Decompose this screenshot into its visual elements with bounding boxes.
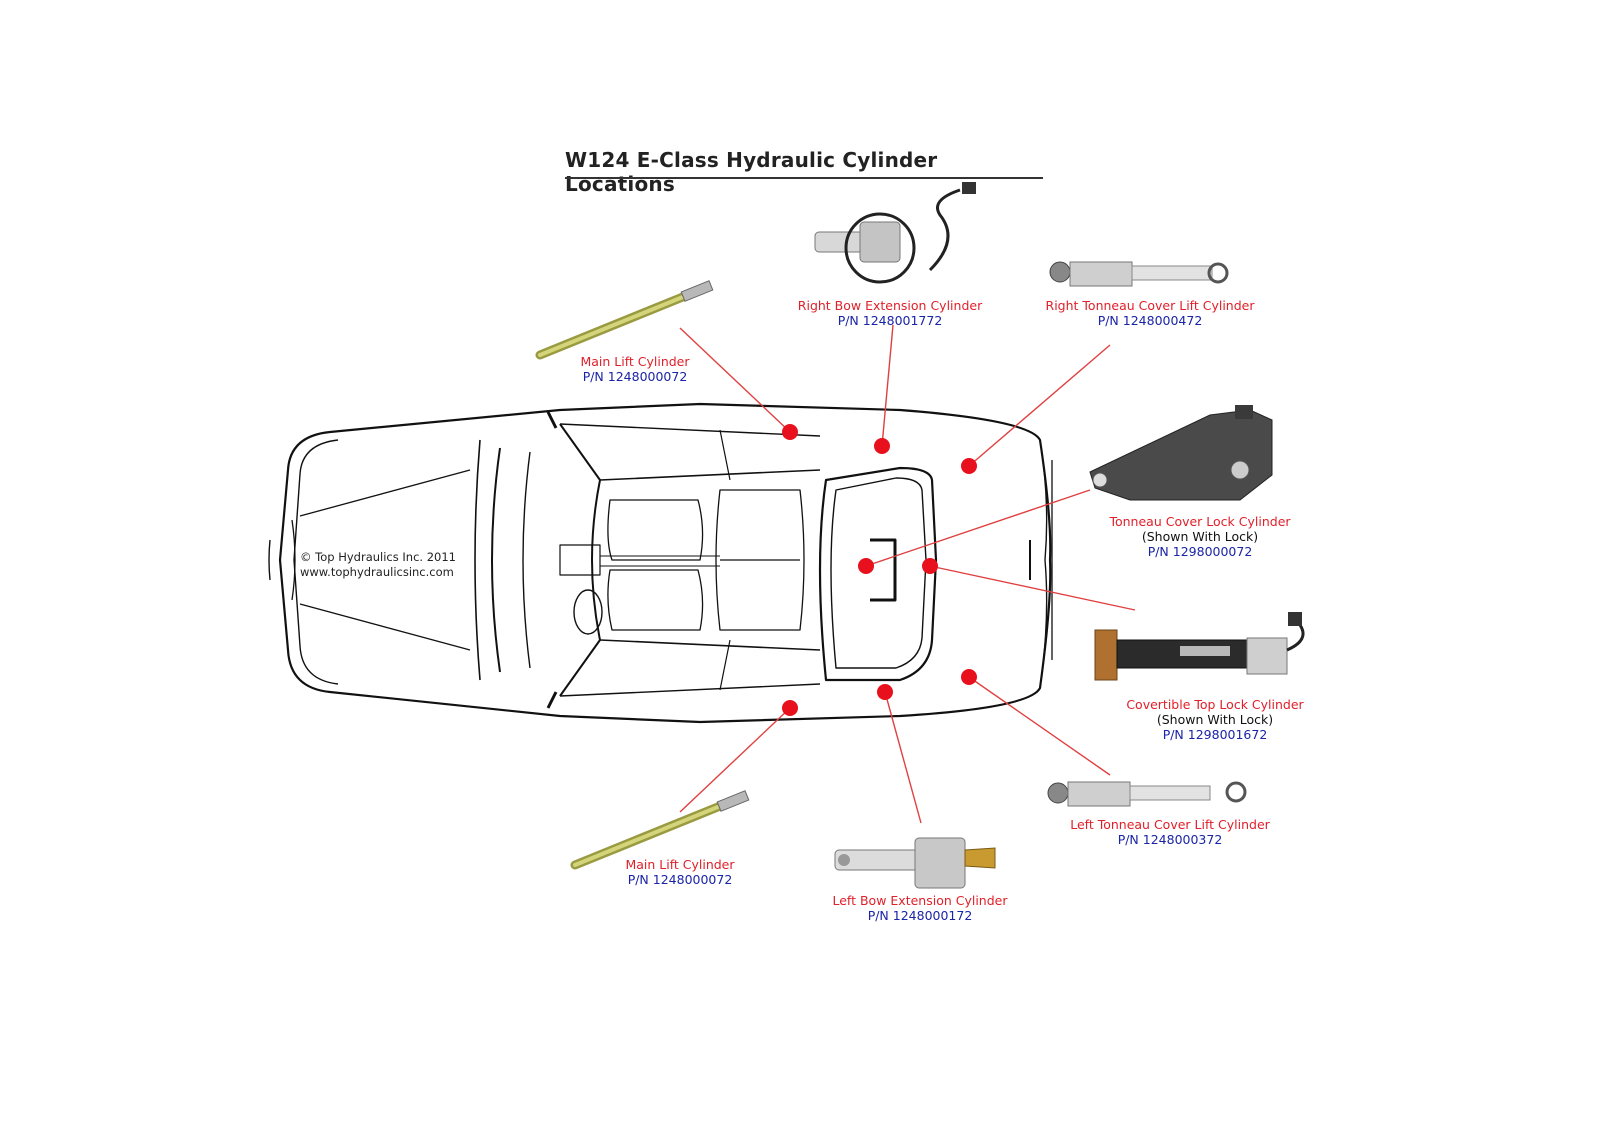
part-name: Right Bow Extension Cylinder bbox=[797, 298, 983, 313]
main-lift-cylinder-bottom-image bbox=[570, 790, 750, 870]
marker-left-tonneau bbox=[961, 669, 977, 685]
part-number: P/N 1248000472 bbox=[1097, 313, 1203, 328]
location-markers bbox=[782, 424, 977, 716]
label-convertible-top-lock-cylinder: Covertible Top Lock Cylinder (Shown With… bbox=[1105, 697, 1325, 742]
tonneau-cover-lock-cylinder-image bbox=[1089, 405, 1273, 501]
part-name: Tonneau Cover Lock Cylinder bbox=[1109, 514, 1291, 529]
left-tonneau-cover-lift-cylinder-image bbox=[1047, 781, 1247, 807]
part-number: P/N 1248000172 bbox=[867, 908, 973, 923]
marker-left-bow bbox=[877, 684, 893, 700]
marker-main-lift-bottom bbox=[782, 700, 798, 716]
label-left-bow-extension-cylinder: Left Bow Extension Cylinder P/N 12480001… bbox=[820, 893, 1020, 923]
copyright-line: © Top Hydraulics Inc. 2011 bbox=[300, 550, 456, 564]
right-bow-extension-cylinder-image bbox=[814, 182, 976, 284]
copyright-block: © Top Hydraulics Inc. 2011 www.tophydrau… bbox=[300, 550, 456, 580]
car-outline bbox=[268, 402, 1053, 724]
part-name: Main Lift Cylinder bbox=[625, 857, 735, 872]
part-name: Left Tonneau Cover Lift Cylinder bbox=[1070, 817, 1270, 832]
part-number: P/N 1248000372 bbox=[1117, 832, 1223, 847]
website-line: www.tophydraulicsinc.com bbox=[300, 565, 454, 579]
part-note: (Shown With Lock) bbox=[1156, 712, 1274, 727]
right-tonneau-cover-lift-cylinder-image bbox=[1049, 261, 1229, 287]
main-lift-cylinder-top-image bbox=[535, 280, 714, 360]
label-right-bow-extension-cylinder: Right Bow Extension Cylinder P/N 1248001… bbox=[790, 298, 990, 328]
convertible-top-lock-cylinder-image bbox=[1094, 612, 1305, 681]
part-note: (Shown With Lock) bbox=[1141, 529, 1259, 544]
part-number: P/N 1298000072 bbox=[1147, 544, 1253, 559]
label-left-tonneau-cover-lift-cylinder: Left Tonneau Cover Lift Cylinder P/N 124… bbox=[1045, 817, 1295, 847]
part-name: Left Bow Extension Cylinder bbox=[832, 893, 1008, 908]
marker-top-lock bbox=[922, 558, 938, 574]
part-number: P/N 1248000072 bbox=[582, 369, 688, 384]
label-right-tonneau-cover-lift-cylinder: Right Tonneau Cover Lift Cylinder P/N 12… bbox=[1025, 298, 1275, 328]
part-number: P/N 1248001772 bbox=[837, 313, 943, 328]
marker-right-tonneau bbox=[961, 458, 977, 474]
leader-lines bbox=[679, 324, 1136, 824]
part-name: Right Tonneau Cover Lift Cylinder bbox=[1045, 298, 1255, 313]
page-title: W124 E-Class Hydraulic Cylinder Location… bbox=[565, 148, 938, 196]
part-number: P/N 1298001672 bbox=[1162, 727, 1268, 742]
label-tonneau-cover-lock-cylinder: Tonneau Cover Lock Cylinder (Shown With … bbox=[1090, 514, 1310, 559]
label-main-lift-cylinder-bottom: Main Lift Cylinder P/N 1248000072 bbox=[610, 857, 750, 887]
part-number: P/N 1248000072 bbox=[627, 872, 733, 887]
label-main-lift-cylinder-top: Main Lift Cylinder P/N 1248000072 bbox=[565, 354, 705, 384]
left-bow-extension-cylinder-image bbox=[834, 837, 996, 889]
marker-tonneau-lock bbox=[858, 558, 874, 574]
part-name: Covertible Top Lock Cylinder bbox=[1126, 697, 1304, 712]
part-name: Main Lift Cylinder bbox=[580, 354, 690, 369]
title-underline bbox=[565, 177, 1043, 179]
marker-main-lift-top bbox=[782, 424, 798, 440]
marker-right-bow bbox=[874, 438, 890, 454]
